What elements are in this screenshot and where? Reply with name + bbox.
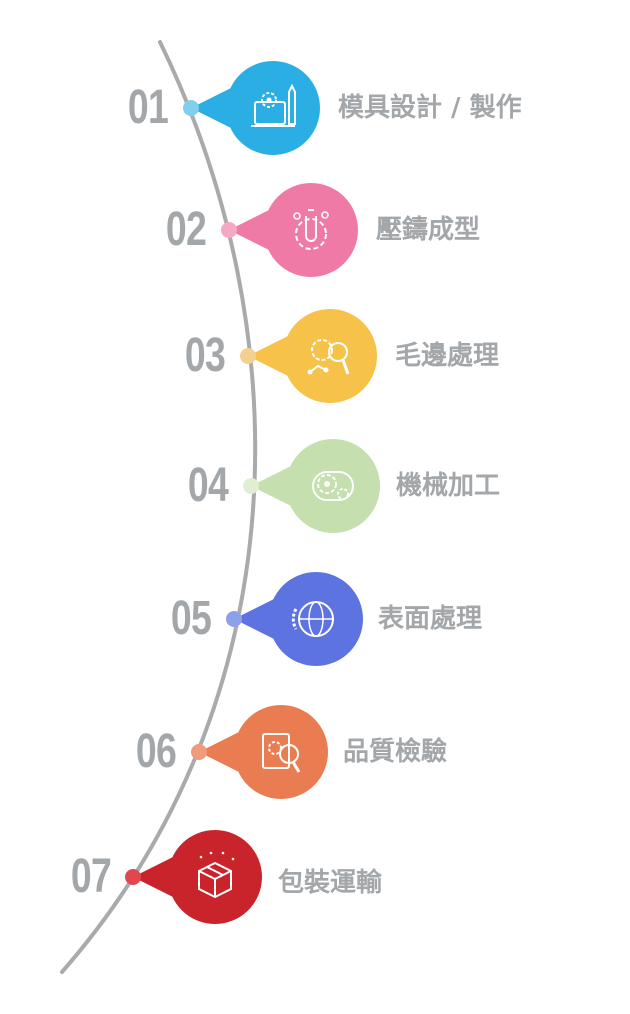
timeline-dot — [183, 100, 199, 116]
step-number: 02 — [165, 203, 207, 256]
design-blueprint-icon — [251, 83, 296, 127]
timeline-dot — [221, 222, 237, 238]
step-number: 05 — [170, 592, 212, 645]
step-label: 包裝運輸 — [278, 868, 383, 898]
step-label: 品質檢驗 — [343, 737, 448, 767]
machining-gears-icon — [312, 471, 354, 501]
step-bubble — [286, 439, 380, 533]
step-number: 04 — [187, 459, 229, 512]
timeline-dot — [191, 744, 207, 760]
step-label: 機械加工 — [396, 471, 501, 501]
package-box-icon — [198, 851, 235, 899]
step-06 — [191, 705, 328, 799]
step-02 — [221, 183, 358, 277]
timeline-curve — [60, 40, 258, 974]
step-label: 表面處理 — [378, 604, 483, 634]
step-07 — [125, 830, 262, 924]
timeline-dot — [125, 869, 141, 885]
step-bubble — [226, 61, 320, 155]
casting-gear-icon — [293, 209, 329, 250]
step-bubble — [168, 830, 262, 924]
surface-globe-gear-icon — [291, 601, 334, 637]
step-number: 01 — [127, 81, 169, 134]
timeline-dot — [240, 348, 256, 364]
step-bubble — [264, 183, 358, 277]
step-label: 壓鑄成型 — [376, 215, 481, 245]
steps-layer — [125, 61, 380, 924]
step-number: 07 — [70, 850, 112, 903]
timeline-dot — [243, 478, 259, 494]
step-label: 模具設計 / 製作 — [338, 93, 522, 123]
timeline-dot — [226, 611, 242, 627]
step-label: 毛邊處理 — [395, 341, 500, 371]
step-05 — [226, 572, 363, 666]
quality-book-magnifier-icon — [262, 733, 301, 773]
step-number: 03 — [184, 329, 226, 382]
gear-magnifier-icon — [307, 339, 350, 375]
step-01 — [183, 61, 320, 155]
step-04 — [243, 439, 380, 533]
step-number: 06 — [135, 725, 177, 778]
step-03 — [240, 309, 377, 403]
